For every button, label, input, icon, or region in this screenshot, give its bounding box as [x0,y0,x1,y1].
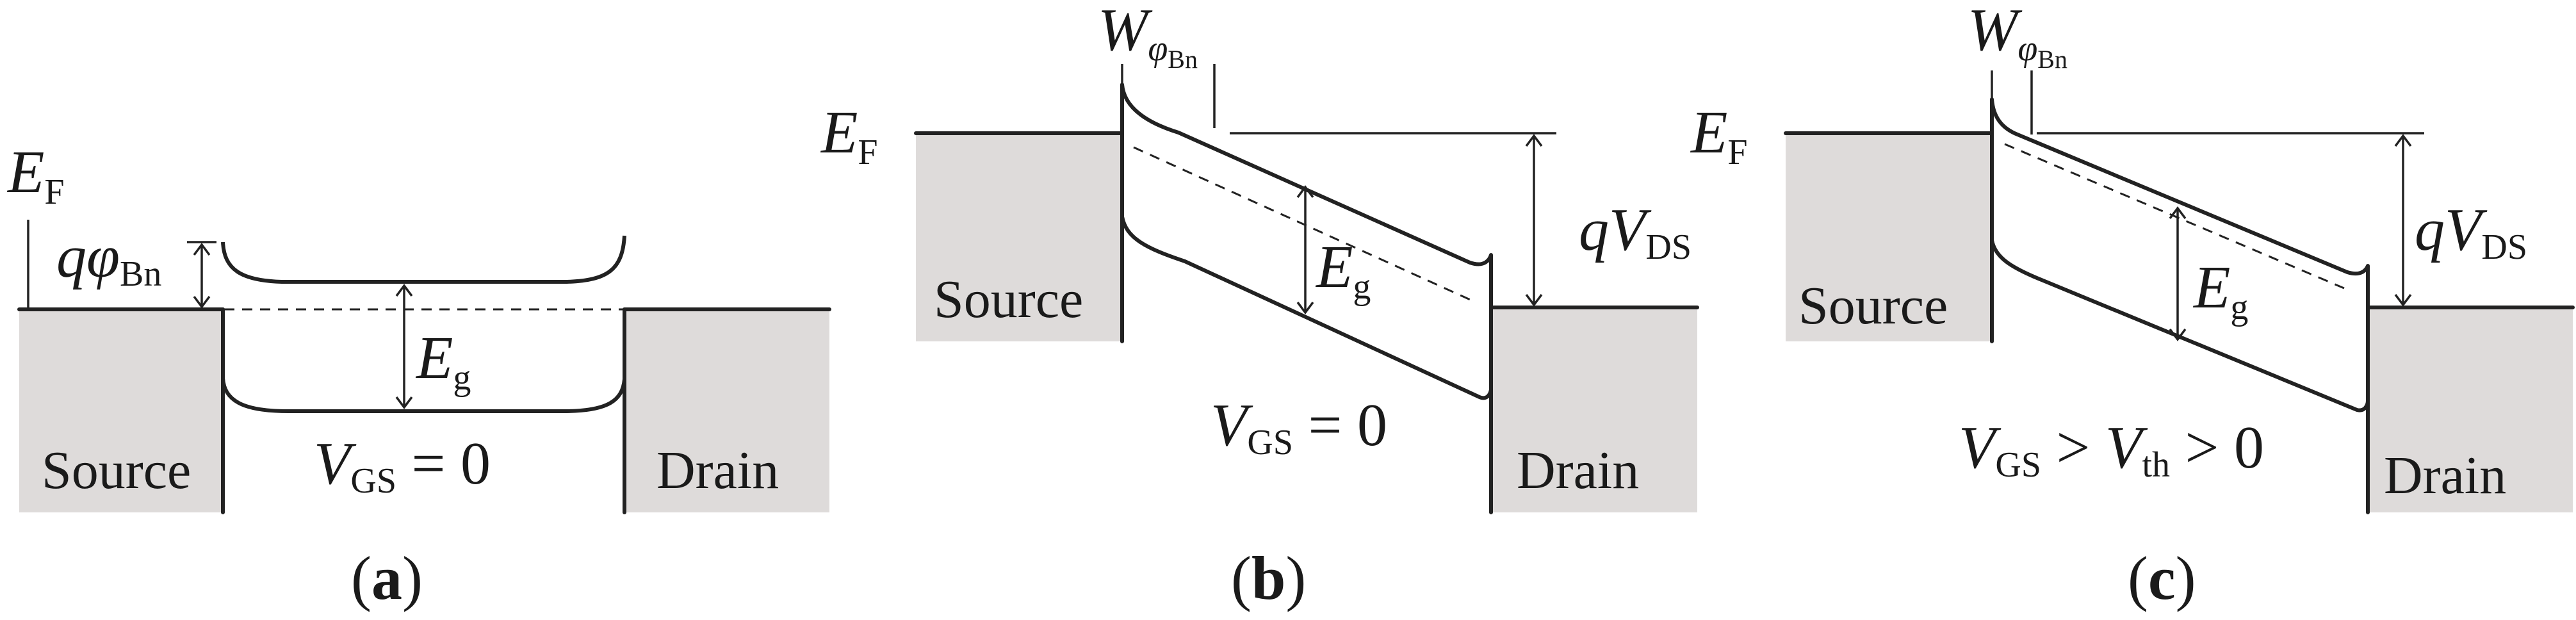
drain-label-b: Drain [1517,441,1639,500]
fermi-label-a: EF [6,139,65,212]
barrier-arrowhead-bottom-a [193,295,211,309]
conduction-band-b [1120,84,1493,266]
panel-b: EF WφBn qVDS Eg VGS = 0 Source Drain (b) [820,0,1699,612]
gap-arrowhead-bottom-a [395,396,413,409]
source-metal-b [916,133,1122,341]
panel-a: EF qφBn Eg VGS = 0 Source Drain (a) [6,139,831,612]
midgap-line-b [1133,146,1474,302]
conduction-band-c [1990,99,2370,276]
valence-band-b [1120,216,1493,400]
drain-metal-b [1491,307,1697,512]
fermi-label-b: EF [820,99,878,172]
drain-metal-c [2368,307,2573,512]
gap-arrowhead-top-a [395,284,413,297]
vds-label-b: qVDS [1579,197,1692,267]
drain-label-c: Drain [2384,446,2506,505]
vds-arrowhead-bottom-c [2394,293,2412,307]
valence-band-a [221,377,626,413]
drain-label-a: Drain [656,441,779,500]
barrier-arrowhead-top-a [193,243,211,256]
caption-c: (c) [2128,544,2196,612]
bandgap-label-a: Eg [415,325,471,398]
vds-label-c: qVDS [2415,197,2527,267]
barrier-label-a: qφBn [56,224,161,294]
depletion-width-label-b: WφBn [1098,0,1198,74]
depletion-width-label-c: WφBn [1968,0,2067,74]
gap-arrowhead-bottom-b [1296,301,1314,314]
conduction-band-a [221,235,626,284]
gate-voltage-label-a: VGS = 0 [314,430,491,501]
fermi-label-c: EF [1690,99,1748,172]
source-label-c: Source [1798,276,1948,336]
caption-b: (b) [1231,544,1306,612]
vds-arrowhead-top-b [1525,134,1543,147]
bandgap-label-b: Eg [1315,234,1371,307]
drain-metal-a [624,309,829,512]
midgap-line-c [2004,143,2345,290]
vds-arrowhead-bottom-b [1525,293,1543,307]
caption-a: (a) [351,544,423,612]
source-label-b: Source [934,270,1083,329]
source-metal-a [19,309,223,512]
gap-arrowhead-top-c [2169,206,2187,220]
source-metal-c [1786,133,1992,341]
source-label-a: Source [42,441,191,500]
gap-arrowhead-bottom-c [2169,328,2187,341]
gap-arrowhead-top-b [1296,185,1314,199]
gate-voltage-label-b: VGS = 0 [1211,392,1387,462]
vds-arrowhead-top-c [2394,134,2412,147]
valence-band-c [1990,240,2370,412]
bandgap-label-c: Eg [2192,254,2248,327]
gate-voltage-label-c: VGS > Vth > 0 [1959,414,2264,485]
panel-c: EF WφBn qVDS Eg VGS > Vth > 0 Source Dra… [1690,0,2575,612]
